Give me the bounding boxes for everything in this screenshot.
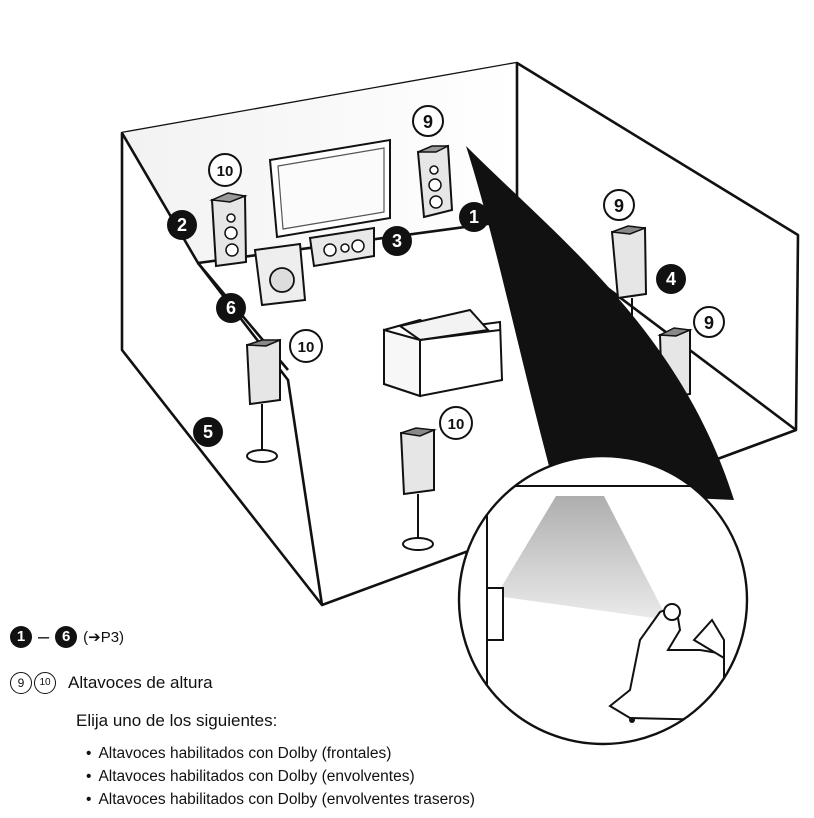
page-reference: (➔P3) [83,629,125,646]
svg-text:5: 5 [203,422,213,442]
svg-text:6: 6 [226,298,236,318]
range-end-badge: 6 [55,626,78,648]
choose-instruction: Elija uno de los siguientes: [76,711,278,730]
svg-text:4: 4 [666,269,676,289]
badge-height-surround: 9 [603,189,635,221]
svg-text:9: 9 [614,196,624,216]
speaker-range-note: 1 – 6 (➔P3) [10,620,124,654]
rear-speaker-icon [399,427,437,551]
zoom-pointer [466,146,734,500]
badge-height-rear: 10 [439,406,473,440]
svg-text:9: 9 [423,112,433,132]
height-speakers-heading: 9 10 Altavoces de altura [10,672,213,694]
option-front: Altavoces habilitados con Dolby (frontal… [86,742,475,765]
option-surround-back: Altavoces habilitados con Dolby (envolve… [86,788,475,811]
height-badge-10: 10 [34,672,56,694]
badge-center: 3 [382,226,412,256]
badge-front-left: 2 [167,210,197,240]
front-right-speaker-icon [416,144,454,219]
height-badge-9: 9 [10,672,32,694]
badge-height-front: 9 [412,105,444,137]
badge-height-left: 10 [208,153,242,187]
speaker-options-list: Altavoces habilitados con Dolby (frontal… [86,742,475,811]
svg-text:1: 1 [469,207,479,227]
badge-surround-right: 4 [656,264,686,294]
range-dash: – [38,625,50,648]
badge-subwoofer: 6 [216,293,246,323]
couch-icon [383,308,504,398]
badge-front-right: 1 [459,202,489,232]
zoom-detail [457,454,749,746]
badge-surround-left: 5 [193,417,223,447]
badge-height-mid: 10 [289,329,323,363]
svg-text:10: 10 [298,339,315,356]
svg-text:9: 9 [704,313,714,333]
center-speaker-icon [308,226,375,268]
svg-text:2: 2 [177,215,187,235]
surround-left-speaker-icon [245,338,281,463]
range-start-badge: 1 [10,626,32,648]
tv-icon [268,138,391,239]
option-surround: Altavoces habilitados con Dolby (envolve… [86,765,475,788]
front-left-speaker-icon [209,192,248,268]
subwoofer-icon [253,242,307,307]
height-speakers-label: Altavoces de altura [68,673,213,692]
svg-text:10: 10 [448,416,465,433]
badge-height-right: 9 [693,306,725,338]
svg-text:10: 10 [217,163,234,180]
svg-text:3: 3 [392,231,402,251]
